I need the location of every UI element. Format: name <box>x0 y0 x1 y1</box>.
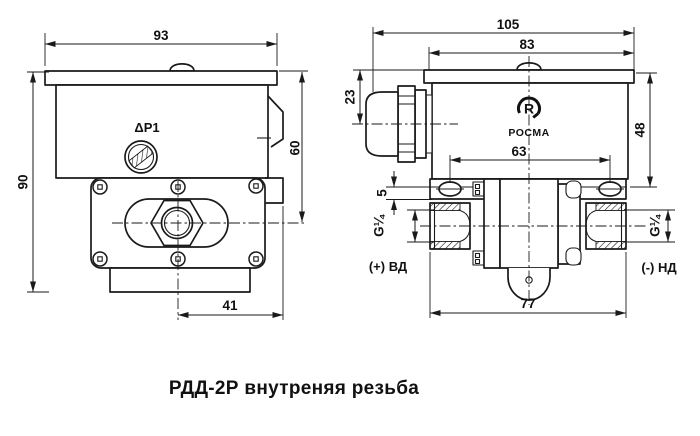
dim-48-text: 48 <box>633 122 648 138</box>
front-bracket-lower <box>265 177 284 204</box>
dim-63-text: 63 <box>511 144 527 159</box>
adjuster-label: ΔP1 <box>134 120 159 135</box>
dim-g14-right-text: G¼ <box>648 213 663 237</box>
dim-41: 41 <box>178 206 284 320</box>
dim-5: 5 <box>375 171 432 215</box>
front-lid-bump <box>169 63 195 72</box>
side-view: R РОСМА 105 83 23 48 <box>343 17 677 318</box>
front-bracket-upper <box>267 95 284 148</box>
dim-23: 23 <box>343 69 424 124</box>
front-view: ΔP1 93 90 60 41 <box>16 28 308 320</box>
drawing-title: РДД-2Р внутреняя резьба <box>169 378 419 399</box>
front-upper-body <box>55 84 269 179</box>
dim-93: 93 <box>44 28 278 66</box>
dim-60-text: 60 <box>288 140 303 155</box>
dim-77-text: 77 <box>520 296 535 311</box>
dim-93-text: 93 <box>153 28 169 43</box>
port-left <box>429 202 471 250</box>
dim-48: 48 <box>630 72 657 188</box>
dim-5-text: 5 <box>375 189 390 197</box>
dim-83: 83 <box>428 37 634 70</box>
low-pressure-label: (-) НД <box>641 260 677 275</box>
front-bottom-tab <box>109 267 251 293</box>
dim-23-text: 23 <box>343 89 358 105</box>
valve-block <box>472 178 582 269</box>
dim-90: 90 <box>16 71 49 293</box>
screw-slot <box>128 145 154 169</box>
brand-mark: R <box>524 101 534 117</box>
dim-63: 63 <box>449 144 611 183</box>
dim-60: 60 <box>279 70 308 222</box>
high-pressure-label: (+) ВД <box>369 259 408 274</box>
dim-105: 105 <box>372 17 635 92</box>
brand-name: РОСМА <box>508 127 549 139</box>
dim-90-text: 90 <box>16 174 31 189</box>
adjustment-screw <box>124 140 158 174</box>
dim-g14-right: G¼ <box>624 209 675 243</box>
dim-g14-left-text: G¼ <box>372 213 387 237</box>
dim-77: 77 <box>429 252 627 318</box>
dim-g14-left: G¼ <box>372 209 434 243</box>
front-lid <box>44 70 278 86</box>
dim-41-text: 41 <box>222 298 238 313</box>
dim-83-text: 83 <box>519 37 535 52</box>
dim-105-text: 105 <box>497 17 520 32</box>
